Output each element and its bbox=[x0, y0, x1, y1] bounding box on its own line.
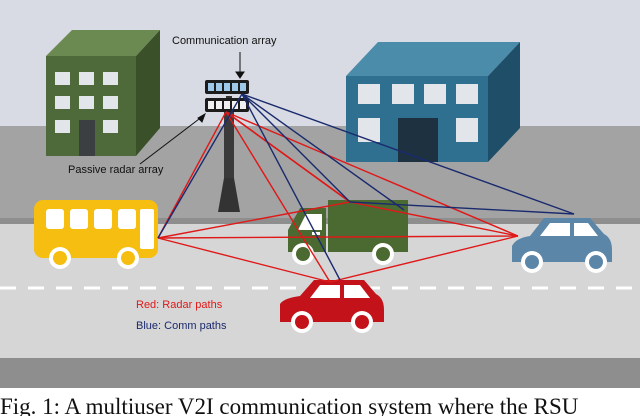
car-icon bbox=[512, 218, 612, 273]
communication-array bbox=[205, 80, 249, 94]
communication-array-label: Communication array bbox=[172, 35, 277, 47]
comm-legend: Blue: Comm paths bbox=[136, 320, 227, 332]
truck-icon bbox=[288, 200, 408, 265]
v2i-scene bbox=[0, 0, 640, 388]
label-arrows bbox=[139, 52, 245, 165]
passive-radar-array-label: Passive radar array bbox=[68, 164, 164, 176]
building-icon bbox=[346, 42, 520, 162]
figure-caption: Fig. 1: A multiuser V2I communication sy… bbox=[0, 394, 579, 416]
radar-legend: Red: Radar paths bbox=[136, 299, 223, 311]
bus-icon bbox=[34, 200, 158, 269]
building-icon bbox=[46, 30, 160, 156]
comm-paths bbox=[157, 93, 575, 281]
passive-radar-array bbox=[205, 98, 249, 112]
road-bottom-edge bbox=[0, 358, 640, 388]
car-icon bbox=[280, 280, 384, 333]
